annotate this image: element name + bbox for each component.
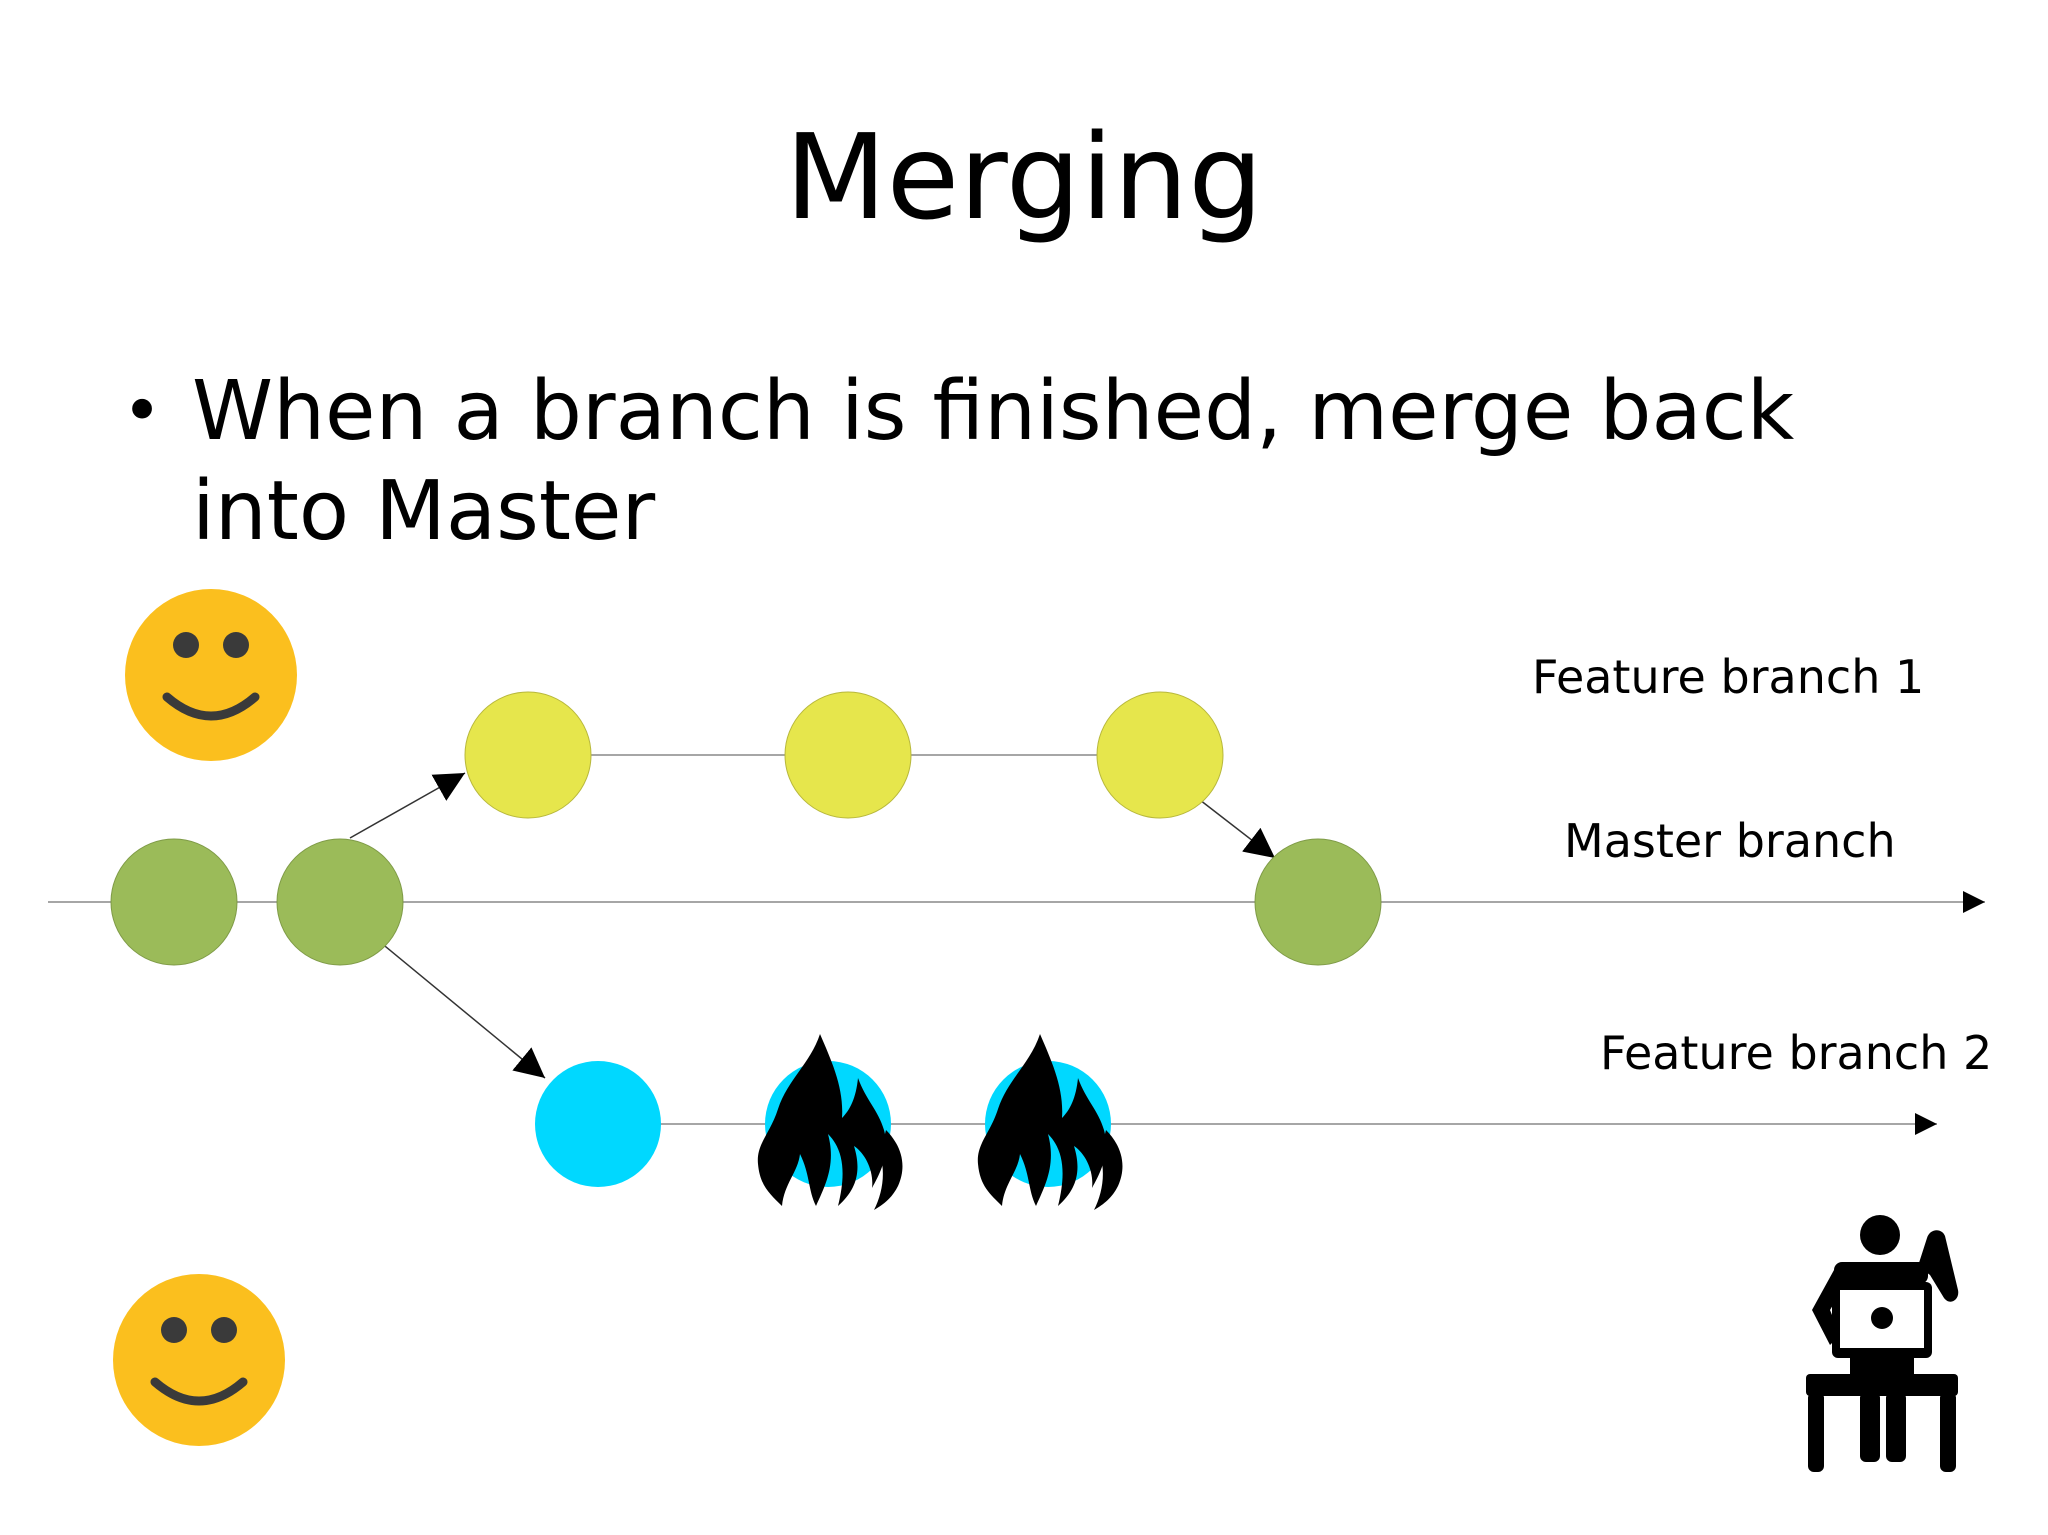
bullet-line-2: into Master xyxy=(192,464,656,559)
master-branch-label: Master branch xyxy=(1564,814,1896,868)
branch-arrow-feature-1 xyxy=(349,772,466,839)
smiley-icon xyxy=(125,589,297,761)
slide-title: Merging xyxy=(784,108,1264,246)
fire-icon xyxy=(757,1034,903,1210)
feature-1-commit xyxy=(464,691,592,819)
bullet-text: When a branch is finished, merge back in… xyxy=(192,362,1794,562)
master-commit xyxy=(110,838,238,966)
master-commit xyxy=(276,838,404,966)
developer-at-computer-icon xyxy=(1806,1215,1959,1472)
feature-2-commit xyxy=(535,1061,661,1187)
bullet-marker: • xyxy=(122,372,163,451)
fire-icon xyxy=(977,1034,1123,1210)
bullet-point: • When a branch is finished, merge back … xyxy=(122,362,1922,562)
feature-branch-2-label: Feature branch 2 xyxy=(1600,1026,1993,1080)
merge-arrow-feature-1 xyxy=(1199,799,1276,859)
branch-arrow-feature-2 xyxy=(379,941,546,1079)
bullet-line-1: When a branch is finished, merge back xyxy=(192,364,1795,459)
feature-branch-1-label: Feature branch 1 xyxy=(1532,650,1925,704)
smiley-icon xyxy=(113,1274,285,1446)
feature-1-commit xyxy=(1096,691,1224,819)
feature-1-commit xyxy=(784,691,912,819)
master-merge-commit xyxy=(1254,838,1382,966)
